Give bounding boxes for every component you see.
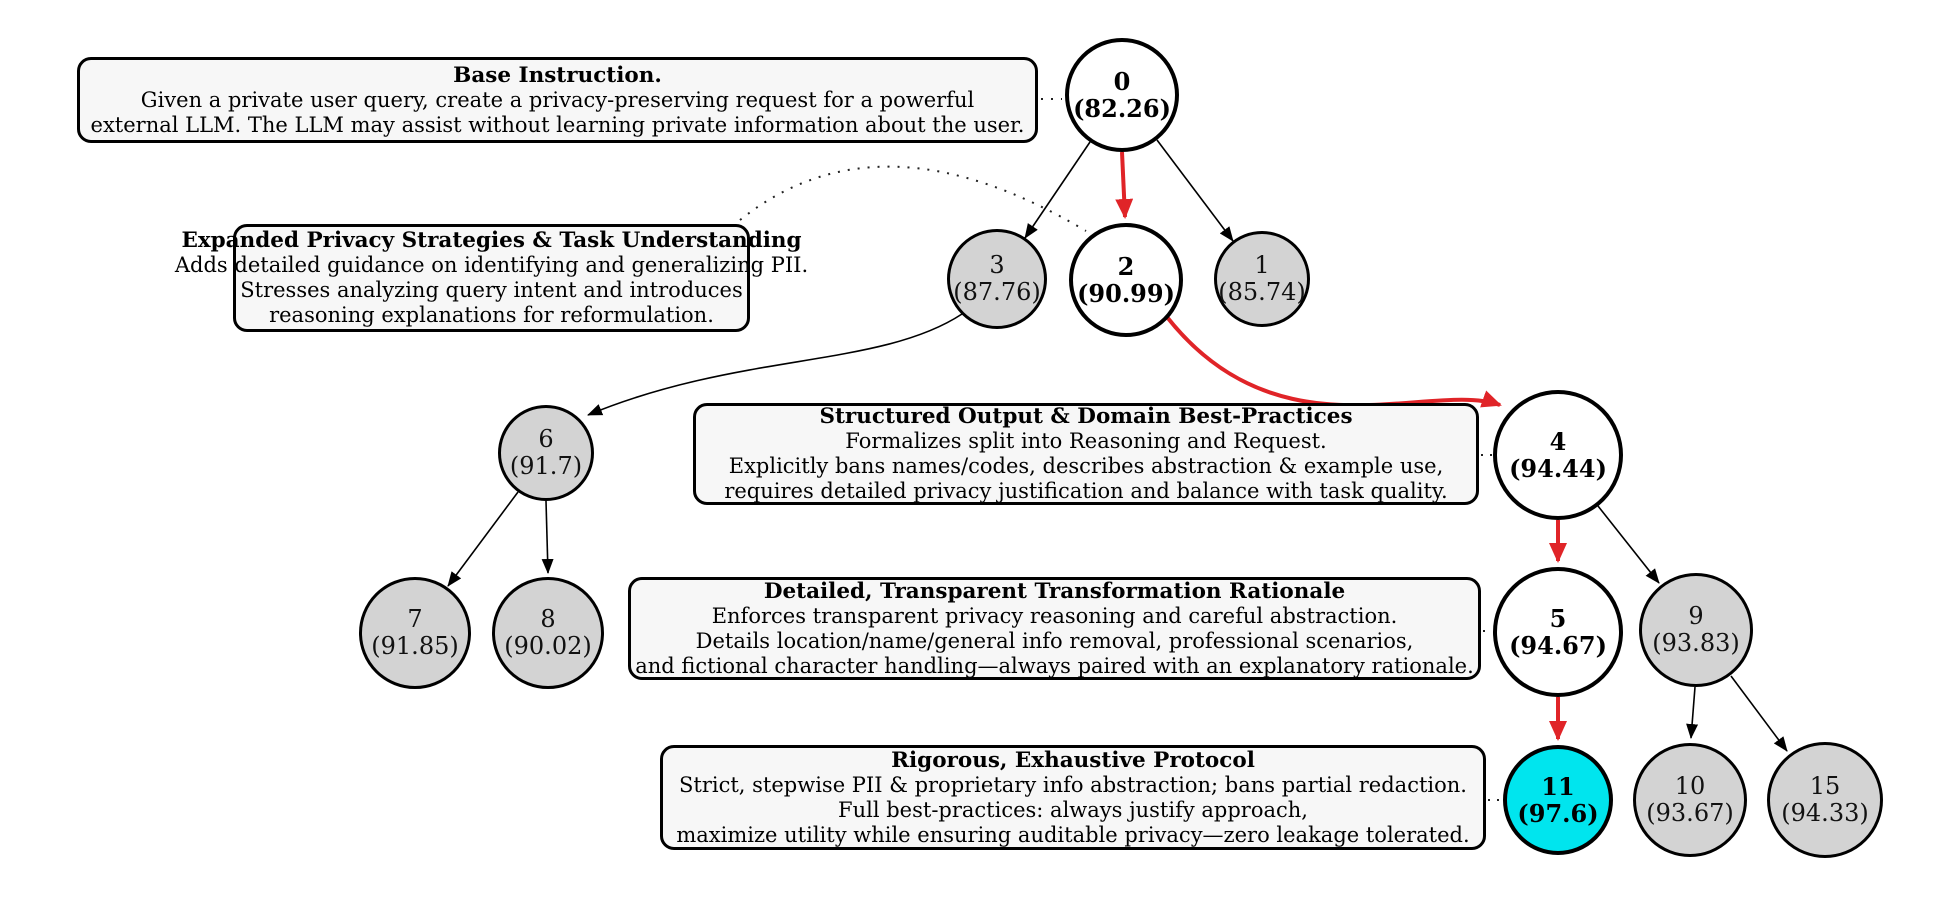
node-score: (97.6) [1517, 799, 1599, 828]
note-line: Given a private user query, create a pri… [140, 87, 975, 112]
node-score: (94.33) [1781, 799, 1869, 827]
note-line: Formalizes split into Reasoning and Requ… [845, 429, 1327, 453]
edge-9-10 [1686, 686, 1699, 739]
note-line: requires detailed privacy justification … [724, 479, 1448, 503]
node-score: (93.67) [1646, 799, 1734, 827]
note-line: reasoning explanations for reformulation… [269, 303, 714, 327]
node-score: (90.99) [1077, 279, 1175, 308]
note-title: Base Instruction. [453, 62, 662, 88]
note-title: Detailed, Transparent Transformation Rat… [763, 578, 1346, 604]
note-title: Expanded Privacy Strategies & Task Under… [181, 228, 802, 253]
node-id: 1 [1254, 251, 1270, 279]
edge-6-7 [447, 491, 519, 587]
edge-4-9 [1597, 505, 1660, 584]
note-rigorous-protocol: Rigorous, Exhaustive Protocol Strict, st… [660, 745, 1486, 850]
note-line: Stresses analyzing query intent and intr… [240, 278, 743, 302]
edge-0-3 [1024, 141, 1091, 239]
node-score: (94.44) [1509, 454, 1607, 483]
node-10: 10 (93.67) [1633, 743, 1747, 857]
node-id: 5 [1549, 604, 1567, 633]
node-6: 6 (91.7) [498, 405, 594, 501]
node-id: 10 [1674, 772, 1706, 800]
edge-3-6 [587, 313, 963, 416]
node-id: 15 [1809, 772, 1841, 800]
node-score: (82.26) [1073, 94, 1171, 123]
edge-0-2-selected [1115, 151, 1134, 219]
note-line: and fictional character handling—always … [635, 653, 1474, 678]
edge-9-15 [1730, 675, 1788, 752]
edge-0-1 [1156, 139, 1234, 242]
note-line: maximize utility while ensuring auditabl… [676, 822, 1470, 847]
note-line: Explicitly bans names/codes, describes a… [728, 454, 1444, 478]
node-score: (90.02) [504, 632, 592, 660]
node-id: 8 [540, 605, 556, 633]
node-15: 15 (94.33) [1767, 742, 1883, 858]
node-9: 9 (93.83) [1639, 573, 1753, 687]
node-score: (91.7) [509, 452, 583, 480]
node-1: 1 (85.74) [1214, 231, 1310, 327]
node-0: 0 (82.26) [1065, 38, 1179, 152]
note-title: Rigorous, Exhaustive Protocol [891, 747, 1255, 773]
note-structured-output: Structured Output & Domain Best-Practice… [693, 403, 1479, 505]
node-2: 2 (90.99) [1069, 223, 1183, 337]
note-line: Strict, stepwise PII & proprietary info … [679, 772, 1467, 797]
node-7: 7 (91.85) [359, 577, 471, 689]
connector-expanded-to-2 [739, 165, 1087, 232]
node-id: 6 [538, 425, 554, 453]
node-id: 9 [1688, 602, 1704, 630]
note-line: Details location/name/general info remov… [695, 628, 1414, 653]
node-id: 2 [1117, 252, 1135, 281]
note-line: Adds detailed guidance on identifying an… [174, 253, 809, 277]
node-3: 3 (87.76) [947, 229, 1047, 329]
node-score: (85.74) [1218, 278, 1306, 306]
node-id: 4 [1549, 427, 1567, 456]
node-8: 8 (90.02) [492, 577, 604, 689]
edge-2-4-selected [1165, 315, 1502, 408]
node-4: 4 (94.44) [1493, 390, 1623, 520]
node-5: 5 (94.67) [1493, 567, 1623, 697]
note-line: Enforces transparent privacy reasoning a… [711, 603, 1398, 628]
note-line: external LLM. The LLM may assist without… [90, 112, 1025, 137]
node-score: (87.76) [953, 278, 1041, 306]
edge-6-8 [541, 500, 554, 574]
node-id: 7 [407, 605, 423, 633]
node-score: (91.85) [371, 632, 459, 660]
note-title: Structured Output & Domain Best-Practice… [819, 404, 1353, 429]
note-base-instruction: Base Instruction. Given a private user q… [77, 57, 1038, 143]
node-score: (94.67) [1509, 631, 1607, 660]
node-id: 11 [1541, 772, 1575, 801]
note-expanded-privacy: Expanded Privacy Strategies & Task Under… [175, 224, 808, 332]
node-id: 3 [989, 251, 1005, 279]
note-line: Full best-practices: always justify appr… [838, 797, 1308, 822]
node-11-best: 11 (97.6) [1503, 745, 1613, 855]
note-detailed-rationale: Detailed, Transparent Transformation Rat… [628, 577, 1481, 680]
node-id: 0 [1113, 67, 1131, 96]
node-score: (93.83) [1652, 629, 1740, 657]
